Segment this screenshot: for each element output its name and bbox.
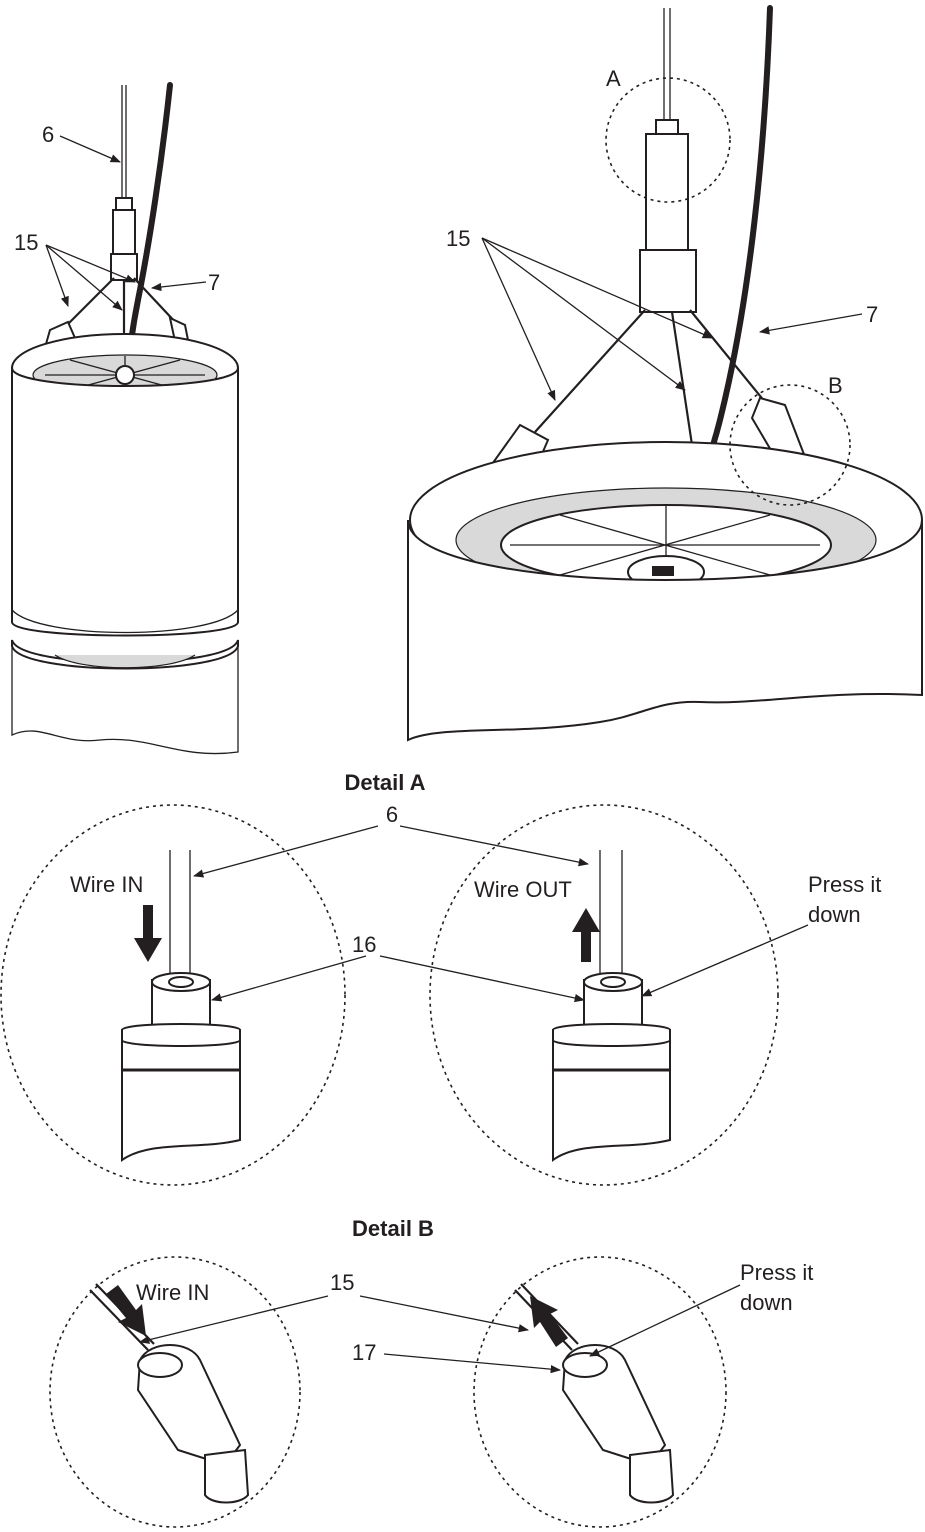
callout-A: A — [606, 66, 621, 91]
leg-wire-15 — [534, 309, 646, 433]
arrow-in-icon — [106, 1285, 146, 1336]
detail-b-press-line2: down — [740, 1290, 793, 1315]
detail-a-label-6: 6 — [386, 802, 398, 827]
detail-a-marker — [605, 77, 731, 203]
detail-a-label-16: 16 — [352, 932, 376, 957]
detail-a-wire-in: Wire IN — [70, 872, 143, 897]
detail-a-circle-out — [429, 804, 779, 1186]
detail-a-circle-in — [0, 804, 346, 1186]
hub — [639, 249, 697, 313]
right-overview: A B 15 7 — [407, 5, 923, 742]
arrow-out-icon — [530, 1296, 568, 1347]
detail-b-marker — [729, 384, 851, 506]
detail-b-circle-in — [49, 1256, 301, 1528]
callout-7: 7 — [866, 302, 878, 327]
callout-7: 7 — [208, 270, 220, 295]
arrow-down-icon — [134, 905, 162, 962]
arrow-up-icon — [572, 908, 600, 962]
detail-a-title: Detail A — [344, 770, 425, 795]
callout-B: B — [828, 373, 843, 398]
left-overview: 6 15 7 — [11, 82, 239, 755]
callout-15: 15 — [14, 230, 38, 255]
detail-b-press-line1: Press it — [740, 1260, 813, 1285]
callout-6: 6 — [42, 122, 54, 147]
luminaire-body — [407, 519, 923, 742]
gripper-body — [121, 1029, 241, 1162]
detail-b-wire-in: Wire IN — [136, 1280, 209, 1305]
leg-wire-15 — [61, 277, 115, 331]
detail-b-title: Detail B — [352, 1216, 434, 1241]
hub — [110, 253, 138, 281]
detail-a-press-line1: Press it — [808, 872, 881, 897]
detail-b-label-15: 15 — [330, 1270, 354, 1295]
detail-a-wire-out: Wire OUT — [474, 877, 572, 902]
detail-b-circle-out — [473, 1256, 727, 1528]
detail-b: Detail B 15 17 Wire IN Press it down — [49, 1216, 813, 1528]
luminaire-body — [11, 367, 239, 637]
detail-a-press-line2: down — [808, 902, 861, 927]
detail-a: Detail A 6 Wire IN Wire OUT 16 Press it … — [0, 770, 881, 1186]
gripper-sleeve — [645, 133, 689, 253]
detail-b-label-17: 17 — [352, 1340, 376, 1365]
callout-15: 15 — [446, 226, 470, 251]
